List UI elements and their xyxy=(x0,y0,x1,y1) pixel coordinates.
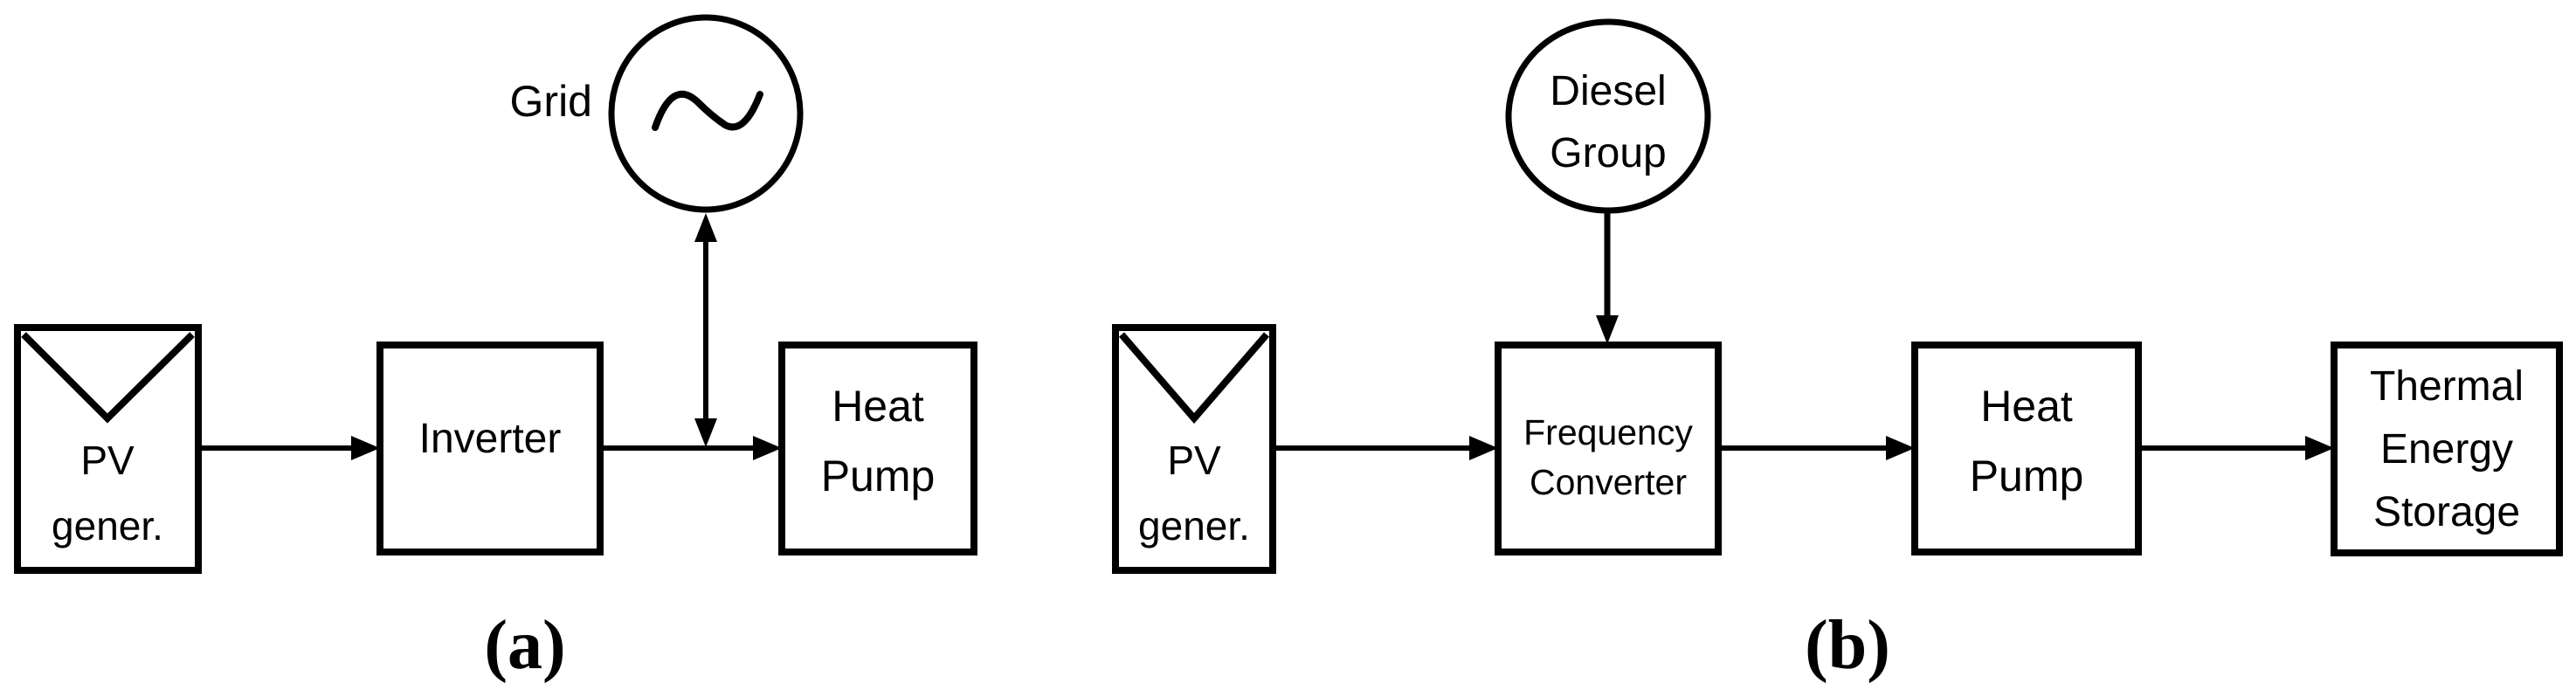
arrowhead-freqconv-to-heatpump xyxy=(1886,436,1915,460)
pv-generator-box-a xyxy=(14,324,202,574)
heat-pump-a-label-line1: Heat xyxy=(832,382,924,431)
thermal-storage-label-line2: Energy xyxy=(2380,426,2513,473)
diesel-group-circle xyxy=(1505,18,1711,214)
panel-a: PV gener. Inverter Heat Pump Grid xyxy=(14,14,977,684)
frequency-converter-label-line1: Frequency xyxy=(1523,412,1693,452)
heat-pump-b-label-line1: Heat xyxy=(1980,382,2073,431)
grid-label: Grid xyxy=(510,77,592,126)
pv-generator-label-line2: gener. xyxy=(52,503,163,549)
thermal-storage-label-line3: Storage xyxy=(2373,489,2520,535)
pv-panel-chevron-icon xyxy=(1118,332,1270,424)
inverter-label: Inverter xyxy=(419,416,562,462)
arrowhead-to-grid xyxy=(694,213,717,242)
diesel-group-label-line2: Group xyxy=(1550,130,1666,176)
diesel-group-label-line1: Diesel xyxy=(1550,68,1666,114)
arrowhead-heatpump-to-storage xyxy=(2305,436,2334,460)
pv-panel-chevron-icon xyxy=(21,332,195,424)
heat-pump-a-label-line2: Pump xyxy=(821,452,936,500)
heat-pump-box-a xyxy=(778,342,977,556)
thermal-storage-label-line1: Thermal xyxy=(2370,363,2524,410)
pv-generator-label-line1: PV xyxy=(80,438,135,483)
thermal-energy-storage-box xyxy=(2331,342,2563,556)
arrowhead-to-bus xyxy=(694,418,717,447)
frequency-converter-box xyxy=(1495,342,1722,556)
heat-pump-b-label-line2: Pump xyxy=(1970,452,2084,500)
panel-b-caption: (b) xyxy=(1805,607,1890,684)
panel-a-caption: (a) xyxy=(484,607,565,684)
pv-generator-b-label-line1: PV xyxy=(1167,438,1221,483)
pv-generator-b-label-line2: gener. xyxy=(1138,503,1250,549)
arrowhead-inverter-to-heatpump xyxy=(753,436,782,460)
ac-sine-icon xyxy=(652,90,763,131)
panel-b: PV gener. Frequency Converter Diesel Gro… xyxy=(1112,18,2563,684)
arrowhead-pv-to-inverter xyxy=(351,436,380,460)
arrowhead-pv-to-freqconv xyxy=(1469,436,1498,460)
arrowhead-diesel-to-freqconv xyxy=(1596,315,1619,344)
frequency-converter-label-line2: Converter xyxy=(1530,462,1687,502)
heat-pump-box-b xyxy=(1911,342,2142,556)
